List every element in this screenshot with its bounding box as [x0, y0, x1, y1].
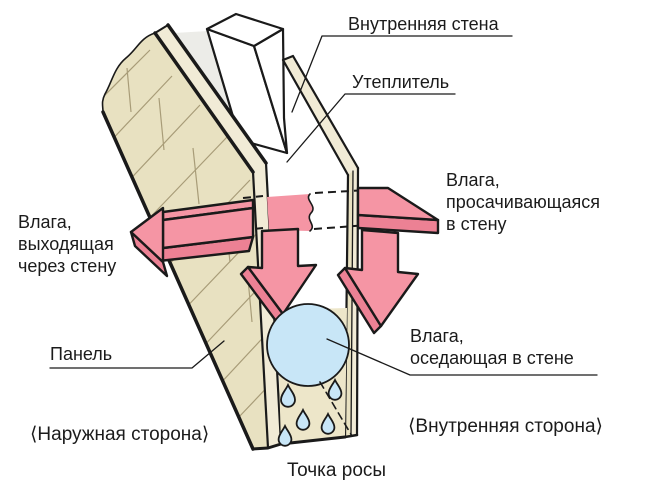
panel-inner-edge — [251, 170, 270, 450]
cavity-down-arrow — [239, 227, 318, 323]
label-outer-side: ⟨Наружная сторона⟩ — [30, 424, 209, 445]
moisture-band-cavity — [267, 194, 314, 231]
outer-panel-edge-face — [155, 25, 281, 448]
label-inner-side: ⟨Внутренняя сторона⟩ — [408, 416, 603, 437]
torn-top-edge — [101, 32, 156, 113]
label-insulation: Утеплитель — [352, 72, 449, 92]
label-moisture-seeping: Влага, просачивающаяся в стену — [446, 170, 605, 234]
inner-panel-mid-line — [350, 170, 354, 437]
hidden-band-edges — [242, 189, 369, 231]
leader-panel — [49, 340, 225, 369]
band-break-squiggle — [307, 193, 314, 232]
inner-panel-top-edges — [281, 54, 360, 177]
panel-top-cap — [154, 24, 169, 34]
droplet — [320, 411, 336, 435]
leader-insulation — [286, 93, 456, 163]
exit-arrow-left — [129, 198, 255, 278]
right-arrow-face — [343, 228, 420, 328]
droplet — [280, 382, 296, 408]
label-moisture-settling: Влага, оседающая в стене — [410, 326, 574, 368]
droplet — [327, 377, 343, 401]
inner-panel-bottom-edge — [343, 433, 359, 439]
right-band-top-face — [356, 186, 440, 222]
cavity-arrow-face — [246, 227, 318, 316]
droplet — [295, 407, 311, 431]
droplet — [277, 423, 293, 447]
cavity-floor-edge — [251, 435, 347, 451]
panel-top-right-edge — [153, 31, 255, 174]
label-moisture-exiting: Влага, выходящая через стену — [18, 212, 119, 276]
inner-panel-top-face — [283, 56, 358, 175]
label-inner-wall: Внутренняя стена — [348, 14, 500, 34]
condensation-fall-line — [319, 381, 353, 437]
leader-settling — [326, 338, 598, 376]
exit-arrowhead — [129, 206, 165, 264]
stud-column — [205, 12, 289, 155]
panel-edge-outer-line — [166, 23, 268, 165]
label-panel: Панель — [50, 344, 112, 364]
stud-top-face — [205, 12, 285, 48]
label-dew-point: Точка росы — [287, 460, 386, 481]
condensation-circle — [266, 303, 350, 387]
water-droplets — [277, 377, 343, 447]
leader-lines — [49, 35, 598, 376]
leader-inner-wall — [291, 35, 513, 113]
seep-arrow-right — [336, 186, 440, 335]
panel-left-edge — [101, 110, 255, 451]
